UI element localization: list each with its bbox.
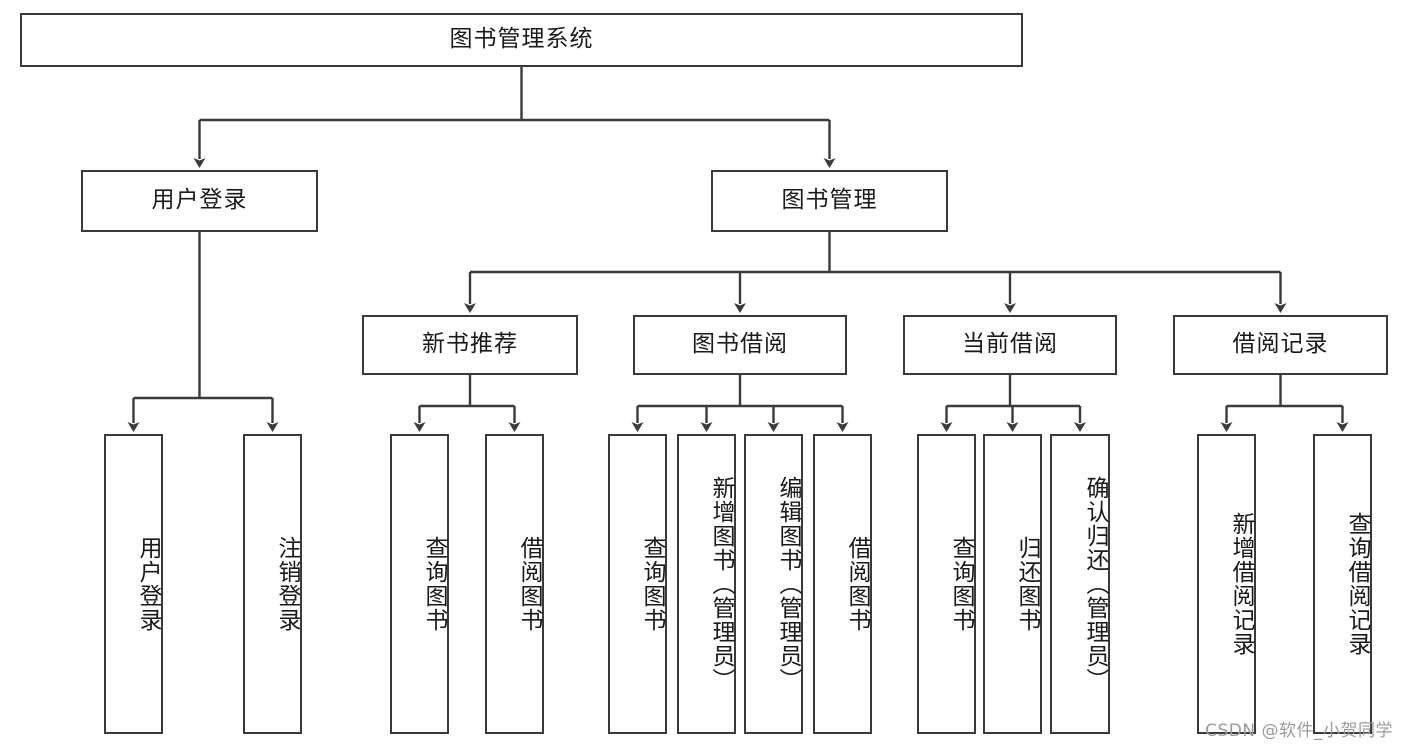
node-current-borrow[interactable]: 当前借阅 (903, 315, 1117, 375)
node-leaf-logout[interactable]: 注销登录 (243, 434, 302, 734)
node-leaf-confirm-return[interactable]: 确认归还（管理员） (1050, 434, 1110, 734)
node-label: 查询图书 (948, 536, 974, 632)
node-label: 归还图书 (1014, 536, 1040, 632)
node-leaf-add-book[interactable]: 新增图书（管理员） (677, 434, 736, 734)
node-label: 借阅图书 (516, 536, 542, 632)
node-leaf-query-book[interactable]: 查询图书 (608, 434, 667, 734)
node-label: 确认归还（管理员） (1082, 476, 1108, 692)
node-book-manage[interactable]: 图书管理 (711, 170, 948, 232)
watermark-text: CSDN @软件_小贺同学 (1205, 721, 1393, 741)
node-leaf-user-login[interactable]: 用户登录 (104, 434, 163, 734)
node-leaf-query-book-cur[interactable]: 查询图书 (917, 434, 976, 734)
node-leaf-edit-book[interactable]: 编辑图书（管理员） (744, 434, 803, 734)
node-label: 查询借阅记录 (1344, 512, 1370, 656)
node-label: 新增借阅记录 (1228, 512, 1254, 656)
node-borrow-record[interactable]: 借阅记录 (1173, 315, 1388, 375)
node-leaf-return-book[interactable]: 归还图书 (983, 434, 1042, 734)
node-leaf-borrow-book[interactable]: 借阅图书 (813, 434, 872, 734)
node-label: 编辑图书（管理员） (775, 476, 801, 692)
node-leaf-query-record[interactable]: 查询借阅记录 (1313, 434, 1372, 734)
node-leaf-query-book-rec[interactable]: 查询图书 (390, 434, 449, 734)
node-user-login[interactable]: 用户登录 (81, 170, 318, 232)
node-label: 查询图书 (639, 536, 665, 632)
node-root[interactable]: 图书管理系统 (20, 13, 1023, 67)
node-label: 用户登录 (135, 536, 161, 632)
node-new-book-rec[interactable]: 新书推荐 (362, 315, 578, 375)
node-label: 新增图书（管理员） (708, 476, 734, 692)
node-label: 借阅图书 (844, 536, 870, 632)
node-leaf-borrow-book-rec[interactable]: 借阅图书 (485, 434, 544, 734)
node-label: 注销登录 (274, 536, 300, 632)
node-label: 查询图书 (421, 536, 447, 632)
node-leaf-add-record[interactable]: 新增借阅记录 (1197, 434, 1256, 734)
node-book-borrow[interactable]: 图书借阅 (633, 315, 847, 375)
